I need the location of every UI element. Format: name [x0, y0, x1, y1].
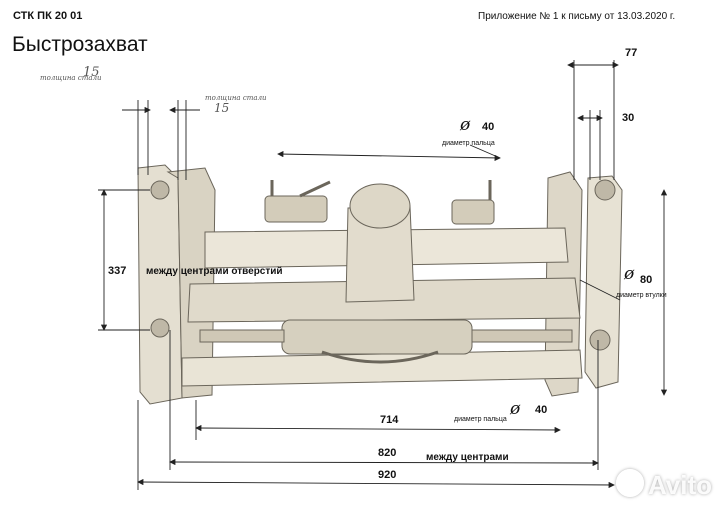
pin-diameter-top-value: 40	[482, 121, 494, 133]
pin-diameter-bottom-value: 40	[535, 404, 547, 416]
dim-714: 714	[380, 414, 399, 426]
dim-337-value: 337	[108, 265, 126, 277]
left-valve	[264, 195, 328, 223]
hydraulic-cylinder	[281, 319, 473, 355]
bushing-diameter-symbol: ø	[623, 264, 635, 284]
pin-diameter-bottom-symbol: ø	[509, 399, 521, 419]
cylinder-handle	[321, 350, 439, 364]
center-roller	[349, 183, 411, 229]
dimension-labels: толщина стали 15 толщина стали 15 77 30 …	[40, 47, 667, 481]
document-code: СТК ПК 20 01	[13, 10, 83, 22]
bushing-diameter-label: диаметр втулки	[616, 292, 667, 299]
drawing-title: Быстрозахват	[12, 33, 148, 56]
thickness-value-left: 15	[83, 65, 100, 80]
right-valve	[451, 199, 495, 225]
right-end-plate	[584, 175, 623, 389]
dimension-lines	[98, 60, 668, 490]
dim-77: 77	[625, 47, 637, 59]
pin-hole-right-bottom	[589, 329, 611, 351]
bushing-diameter-value: 80	[640, 274, 652, 286]
pin-hole-left-bottom	[150, 318, 170, 338]
thickness-value-mid: 15	[214, 101, 229, 115]
avito-logo-icon	[615, 469, 644, 497]
pin-hole-left-top	[150, 180, 170, 200]
lower-tube	[181, 349, 583, 387]
dim-820-value: 820	[378, 447, 396, 459]
pin-diameter-bottom-label: диаметр пальца	[454, 416, 507, 423]
dim-337-label: между центрами отверстий	[146, 266, 283, 277]
pin-diameter-top-symbol: ø	[459, 115, 471, 135]
attachment-note: Приложение № 1 к письму от 13.03.2020 г.	[478, 11, 676, 22]
cylinder-rod	[199, 329, 285, 343]
thickness-label-left: толщина стали	[40, 74, 102, 82]
dim-920: 920	[378, 469, 396, 481]
dim-30: 30	[622, 112, 634, 124]
cylinder-rod-right	[471, 329, 573, 343]
avito-watermark: Avito	[615, 469, 712, 501]
quick-coupler-photo	[137, 164, 623, 405]
pin-diameter-top-label: диаметр пальца	[442, 140, 495, 147]
left-side-plate	[137, 164, 183, 405]
thickness-label-mid: толщина стали	[205, 94, 267, 102]
avito-watermark-text: Avito	[647, 470, 712, 500]
pin-hole-right-top	[594, 179, 616, 201]
dim-820-label: между центрами	[426, 452, 509, 463]
